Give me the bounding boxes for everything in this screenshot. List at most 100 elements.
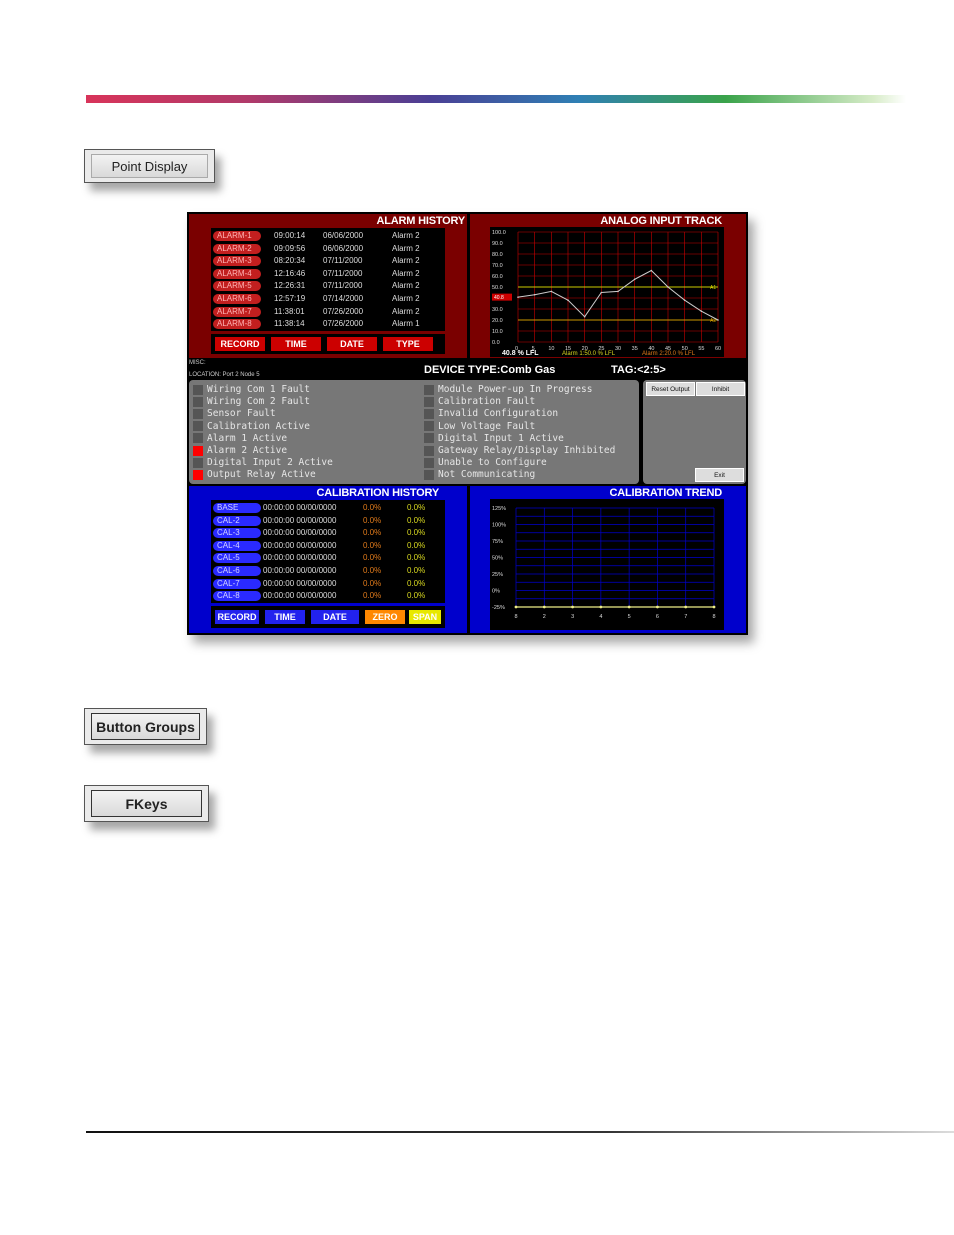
status-indicator-active — [193, 469, 203, 480]
status-label: Sensor Fault — [207, 408, 276, 420]
alarm-row-time: 12:26:31 — [274, 281, 306, 291]
button-groups-button[interactable]: Button Groups — [84, 708, 207, 745]
alarm-row-id[interactable]: ALARM-3 — [213, 256, 261, 267]
status-label: Output Relay Active — [207, 469, 316, 481]
alarm-sort-record-button[interactable]: RECORD — [215, 337, 265, 351]
alarm-sort-type-button[interactable]: TYPE — [383, 337, 433, 351]
alarm-row-date: 07/11/2000 — [323, 281, 363, 291]
cal-row-id[interactable]: CAL-2 — [213, 515, 261, 526]
alarm-sort-date-button[interactable]: DATE — [327, 337, 377, 351]
status-indicator — [193, 457, 203, 468]
reset-output-button[interactable]: Reset Output — [646, 382, 695, 396]
cal-time-button[interactable]: TIME — [265, 610, 305, 624]
cal-row-id[interactable]: BASE — [213, 503, 261, 513]
inhibit-button[interactable]: Inhibit — [696, 382, 745, 396]
y-tick-label: 80.0 — [492, 252, 503, 258]
analog-track-title: ANALOG INPUT TRACK — [600, 215, 722, 227]
alarm-row-id[interactable]: ALARM-8 — [213, 319, 261, 330]
x-tick-label: 40 — [648, 346, 654, 352]
fkeys-button[interactable]: FKeys — [84, 785, 209, 822]
cal-row-span: 0.0% — [407, 553, 426, 563]
alarm-row-type: Alarm 2 — [392, 243, 420, 253]
status-indicator — [424, 457, 434, 468]
cal-span-button[interactable]: SPAN — [409, 610, 441, 624]
cal-row-id[interactable]: CAL-8 — [213, 591, 261, 602]
status-row: Output Relay Active — [193, 469, 316, 480]
alarm-row-id[interactable]: ALARM-1 — [213, 231, 261, 241]
cal-row-id[interactable]: CAL-4 — [213, 540, 261, 551]
alarm-row-date: 07/11/2000 — [323, 268, 363, 278]
cal-row-span: 0.0% — [407, 540, 426, 550]
button-groups-label: Button Groups — [91, 713, 200, 740]
x-tick-label: 55 — [698, 346, 704, 352]
alarm-row-time: 09:09:56 — [274, 243, 306, 253]
current-reading: 40.8 % LFL — [502, 350, 539, 357]
cal-row-zero: 0.0% — [363, 503, 382, 512]
current-value-marker-label: 40.8 — [494, 295, 504, 301]
alarm-row-type: Alarm 2 — [392, 256, 420, 266]
status-row: Alarm 1 Active — [193, 433, 287, 444]
alarm-history-buttons: RECORD TIME DATE TYPE — [211, 334, 445, 354]
status-label: Calibration Fault — [438, 396, 536, 408]
x-tick-label: 5 — [628, 614, 631, 620]
cal-row-id[interactable]: CAL-6 — [213, 566, 261, 576]
x-tick-label: 5 — [532, 346, 535, 352]
alarm-row-id[interactable]: ALARM-7 — [213, 306, 261, 317]
alarm-row-id[interactable]: ALARM-2 — [213, 243, 261, 254]
cal-row-zero: 0.0% — [363, 578, 382, 588]
alarm-row-date: 07/26/2000 — [323, 306, 364, 316]
x-tick-label: 20 — [582, 346, 588, 352]
alarm-row-id[interactable]: ALARM-6 — [213, 294, 261, 304]
alarm-row-date: 06/06/2000 — [323, 231, 364, 240]
cal-row-zero: 0.0% — [363, 540, 382, 550]
cal-record-button[interactable]: RECORD — [215, 610, 259, 624]
status-row: Digital Input 2 Active — [193, 457, 333, 468]
status-indicator — [193, 433, 203, 444]
status-label: Module Power-up In Progress — [438, 384, 593, 395]
cal-date-button[interactable]: DATE — [311, 610, 359, 624]
track-data-point — [567, 299, 569, 301]
cal-data-point — [542, 605, 546, 609]
status-indicator — [424, 469, 434, 480]
x-tick-label: 0 — [515, 346, 518, 352]
cal-data-point — [684, 605, 688, 609]
point-display-button[interactable]: Point Display — [84, 149, 215, 183]
cal-row-timestamp: 00:00:00 00/00/0000 — [263, 515, 337, 525]
status-label: Digital Input 1 Active — [438, 432, 564, 444]
alarm-row-time: 11:38:01 — [274, 306, 305, 316]
cal-row-span: 0.0% — [407, 578, 426, 588]
cal-zero-button[interactable]: ZERO — [365, 610, 405, 624]
status-indicator — [424, 433, 434, 444]
status-label: Alarm 1 Active — [207, 432, 288, 444]
cal-row-id[interactable]: CAL-5 — [213, 553, 261, 564]
alarm-row-type: Alarm 2 — [392, 268, 420, 278]
x-tick-label: 35 — [632, 346, 638, 352]
cal-row-timestamp: 00:00:00 00/00/0000 — [263, 503, 337, 512]
track-data-point — [517, 296, 519, 298]
alarm-row-date: 06/06/2000 — [323, 243, 364, 253]
x-tick-label: 30 — [615, 346, 621, 352]
alarm-row-id[interactable]: ALARM-4 — [213, 268, 261, 279]
misc-label: MISC: — [189, 360, 206, 366]
cal-row-timestamp: 00:00:00 00/00/0000 — [263, 528, 337, 538]
y-tick-label: 30.0 — [492, 307, 503, 313]
x-tick-label: 15 — [565, 346, 571, 352]
cal-row-id[interactable]: CAL-7 — [213, 578, 261, 589]
track-data-point — [667, 286, 669, 288]
status-row: Calibration Active — [193, 421, 310, 432]
cal-row-timestamp: 00:00:00 00/00/0000 — [263, 553, 337, 563]
exit-button[interactable]: Exit — [695, 468, 744, 482]
track-data-point — [700, 310, 703, 312]
cal-row-span: 0.0% — [407, 591, 426, 601]
cal-row-span: 0.0% — [407, 566, 426, 575]
analog-track-chart: 100.090.080.070.060.050.040.030.020.010.… — [492, 230, 721, 357]
x-tick-label: 8 — [515, 614, 518, 620]
cal-row-id[interactable]: CAL-3 — [213, 528, 261, 539]
alarm-sort-time-button[interactable]: TIME — [271, 337, 321, 351]
alarm-row-id[interactable]: ALARM-5 — [213, 281, 261, 292]
cal-row-timestamp: 00:00:00 00/00/0000 — [263, 591, 337, 601]
